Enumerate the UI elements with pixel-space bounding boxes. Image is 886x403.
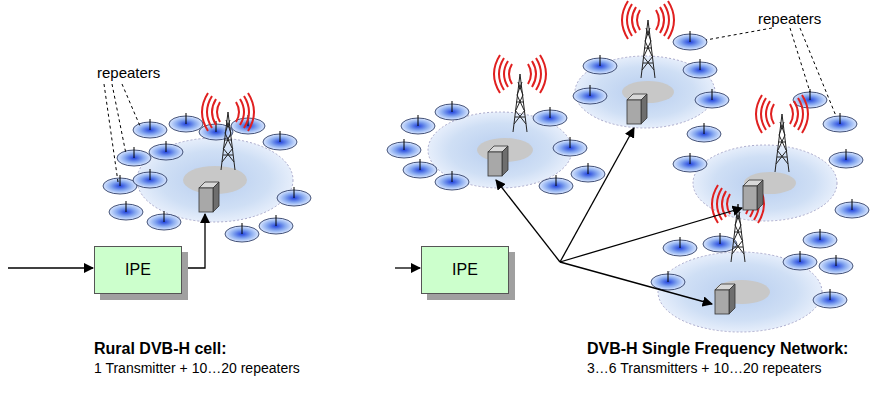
box-text: IPE	[452, 261, 478, 279]
process-box: IPE	[94, 246, 182, 294]
repeater-label: repeaters	[758, 10, 821, 27]
caption-text: 3…6 Transmitters + 10…20 repeaters	[587, 360, 822, 376]
rural-cell	[8, 84, 311, 268]
box-text: IPE	[125, 261, 151, 279]
process-box: IPE	[421, 246, 509, 294]
caption-heading: DVB-H Single Frequency Network:	[587, 340, 848, 358]
repeater-label: repeaters	[97, 64, 160, 81]
caption-heading: Rural DVB-H cell:	[94, 340, 226, 358]
sfn-network	[387, 1, 869, 332]
caption-text: 1 Transmitter + 10…20 repeaters	[94, 360, 300, 376]
